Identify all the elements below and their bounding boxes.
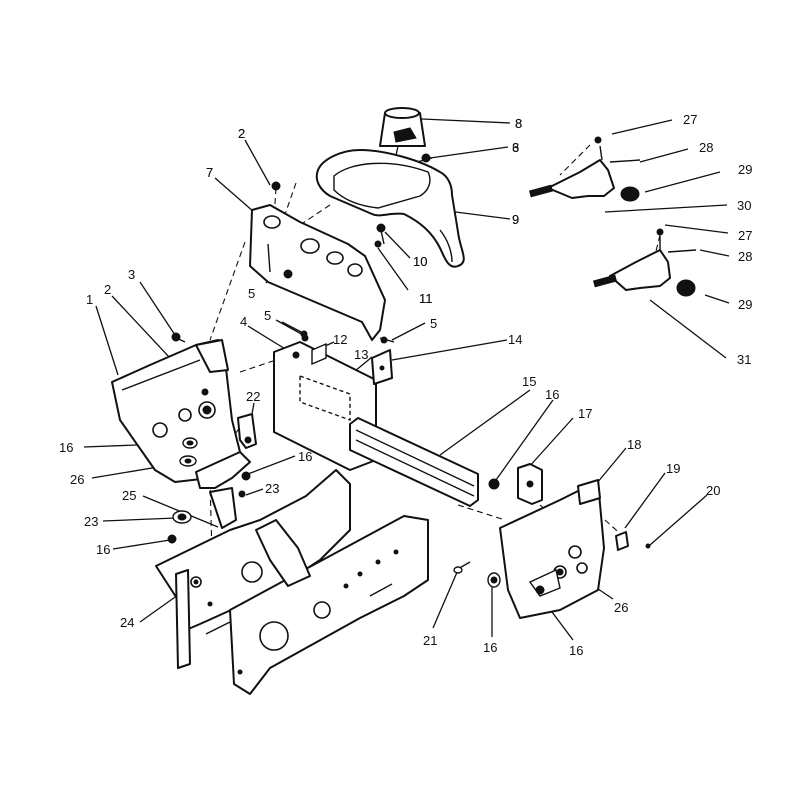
callout-11: 11	[419, 291, 433, 306]
callout-13: 13	[354, 347, 369, 362]
callout-1: 1	[86, 292, 94, 307]
callout-2: 2	[238, 126, 246, 141]
callout-8: 8	[515, 116, 523, 131]
part-16-center-nut	[488, 478, 500, 490]
callout-29: 29	[738, 162, 753, 177]
part-24-main-frame	[155, 469, 429, 695]
callout-24: 24	[120, 615, 135, 630]
callout-22: 22	[246, 389, 261, 404]
part-7-instrument-panel	[249, 181, 386, 341]
part-21-bolt	[453, 561, 471, 574]
callout-28: 28	[738, 249, 753, 264]
callout-23: 23	[84, 514, 99, 529]
callout-30: 30	[737, 198, 752, 213]
part-3-screw-left	[171, 332, 186, 343]
callout-9: 9	[512, 212, 520, 227]
callout-29: 29	[738, 297, 753, 312]
callout-3: 3	[128, 267, 136, 282]
part-27-30-upper-lever	[528, 136, 641, 202]
part-16-26-left-hardware	[179, 437, 198, 467]
callout-16: 16	[483, 640, 498, 655]
callout-3: 3	[512, 140, 520, 155]
callout-28: 28	[699, 140, 714, 155]
callout-12: 12	[333, 332, 348, 347]
callout-21: 21	[423, 633, 438, 648]
callout-5: 5	[430, 316, 438, 331]
callout-7: 7	[206, 165, 213, 180]
callout-16: 16	[298, 449, 313, 464]
callout-27: 27	[738, 228, 753, 243]
callout-9: 9	[512, 212, 519, 227]
callout-2: 2	[104, 282, 112, 297]
callout-3: 6	[512, 140, 519, 155]
part-27-31-lower-lever	[592, 228, 697, 297]
callout-16: 16	[545, 387, 560, 402]
callout-20: 20	[706, 483, 721, 498]
callout-4: 4	[240, 314, 248, 329]
callout-23: 23	[265, 481, 280, 496]
part-23-16-left-lower	[167, 510, 192, 544]
callout-26: 26	[614, 600, 629, 615]
callout-17: 17	[578, 406, 593, 421]
callout-labels: 8 6 9 10 11 7 2 6 6 6 6	[206, 116, 522, 306]
callout-26: 26	[70, 472, 85, 487]
callout-2: 2	[238, 126, 245, 141]
callout-15: 15	[522, 374, 537, 389]
part-19-20-pin-clip	[615, 531, 651, 551]
callout-14: 14	[508, 332, 523, 347]
callout-19: 19	[666, 461, 681, 476]
callout-27: 27	[683, 112, 698, 127]
callout-31: 31	[737, 352, 752, 367]
part-9-dash-cover	[315, 149, 465, 268]
callout-11: 11	[419, 291, 433, 306]
part-18-right-panel	[499, 479, 605, 619]
callout-7: 7	[206, 165, 214, 180]
part-5-screws	[281, 321, 395, 344]
callout-18: 18	[627, 437, 642, 452]
callout-6: 5	[248, 286, 256, 301]
part-16-right-nut	[487, 572, 501, 588]
part-17-bracket	[517, 463, 543, 505]
part-8-knob	[379, 107, 426, 166]
callout-10: 10	[413, 254, 427, 269]
part-10-11-screws	[374, 223, 386, 248]
callout-5: 5	[264, 308, 272, 323]
part-25-pedal-bracket	[195, 451, 251, 529]
callout-25: 25	[122, 488, 137, 503]
callout-16: 16	[96, 542, 111, 557]
callout-8: 8	[515, 116, 522, 131]
part-15-channel	[349, 417, 479, 507]
part-22-bracket	[237, 413, 257, 449]
part-3-screw-upper	[416, 153, 433, 163]
callout-10: 10	[413, 254, 428, 269]
callout-16: 16	[569, 643, 584, 658]
part-14-small-bracket	[371, 349, 393, 385]
callout-16: 16	[59, 440, 74, 455]
